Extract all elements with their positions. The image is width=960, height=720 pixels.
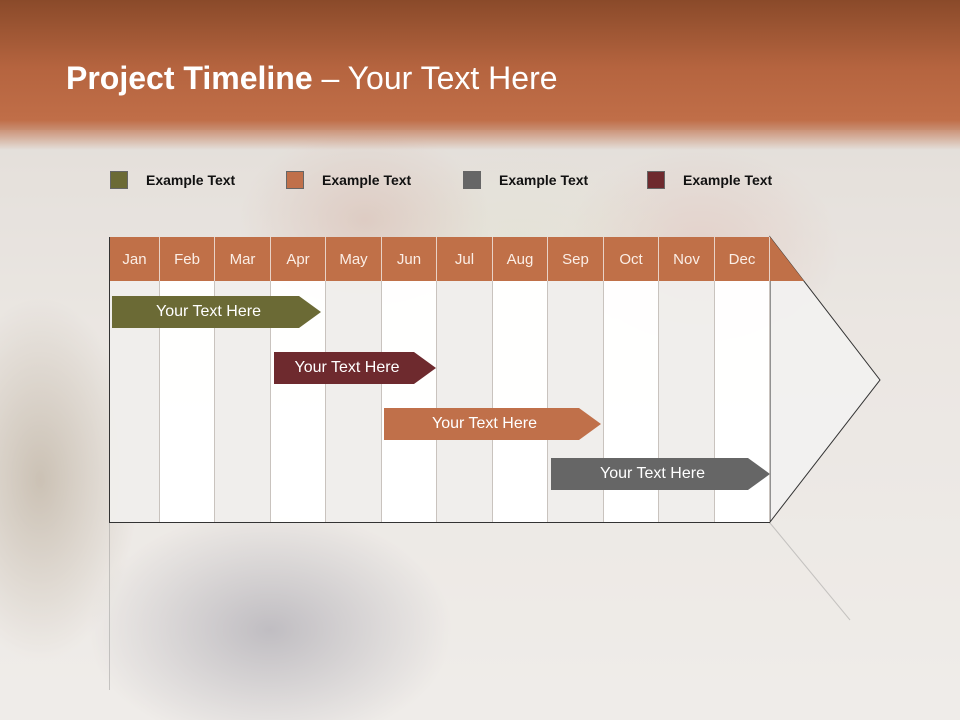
month-label-sep: Sep bbox=[548, 237, 604, 281]
month-label-may: May bbox=[326, 237, 382, 281]
month-label-mar: Mar bbox=[215, 237, 271, 281]
month-label-nov: Nov bbox=[659, 237, 715, 281]
slide-title: Project Timeline – Your Text Here bbox=[66, 60, 558, 97]
task-bar-1-label: Your Text Here bbox=[156, 303, 261, 320]
arrow-head-header bbox=[770, 237, 804, 281]
month-label-jun: Jun bbox=[382, 237, 437, 281]
legend-label-1: Example Text bbox=[146, 172, 236, 188]
month-label-jan: Jan bbox=[110, 237, 160, 281]
month-label-oct: Oct bbox=[604, 237, 659, 281]
month-label-aug: Aug bbox=[493, 237, 548, 281]
title-rest: – Your Text Here bbox=[312, 60, 558, 96]
month-column-jun bbox=[382, 281, 437, 522]
month-label-dec: Dec bbox=[715, 237, 770, 281]
legend-swatch-2 bbox=[286, 171, 304, 189]
task-bar-4: Your Text Here bbox=[551, 458, 770, 490]
month-label-jul: Jul bbox=[437, 237, 493, 281]
legend-swatch-4 bbox=[647, 171, 665, 189]
title-bold: Project Timeline bbox=[66, 60, 313, 96]
legend-swatch-3 bbox=[463, 171, 481, 189]
task-bar-3: Your Text Here bbox=[384, 408, 601, 440]
task-bar-1: Your Text Here bbox=[112, 296, 321, 328]
legend-label-2: Example Text bbox=[322, 172, 412, 188]
month-column-jul bbox=[437, 281, 493, 522]
task-bar-4-label: Your Text Here bbox=[600, 465, 705, 482]
legend-item-1: Example Text bbox=[110, 170, 235, 190]
task-bar-2-label: Your Text Here bbox=[294, 359, 400, 376]
task-bar-2: Your Text Here bbox=[274, 352, 436, 384]
month-label-feb: Feb bbox=[160, 237, 215, 281]
month-column-may bbox=[326, 281, 382, 522]
legend-item-3: Example Text bbox=[463, 170, 588, 190]
month-column-aug bbox=[493, 281, 548, 522]
legend-swatch-1 bbox=[110, 171, 128, 189]
legend-label-4: Example Text bbox=[683, 172, 773, 188]
task-bar-3-label: Your Text Here bbox=[432, 415, 537, 432]
month-label-apr: Apr bbox=[271, 237, 326, 281]
legend-item-4: Example Text bbox=[647, 170, 772, 190]
reflection-right bbox=[769, 522, 851, 621]
title-banner: Project Timeline – Your Text Here bbox=[0, 0, 960, 150]
legend-item-2: Example Text bbox=[286, 170, 411, 190]
legend-label-3: Example Text bbox=[499, 172, 589, 188]
